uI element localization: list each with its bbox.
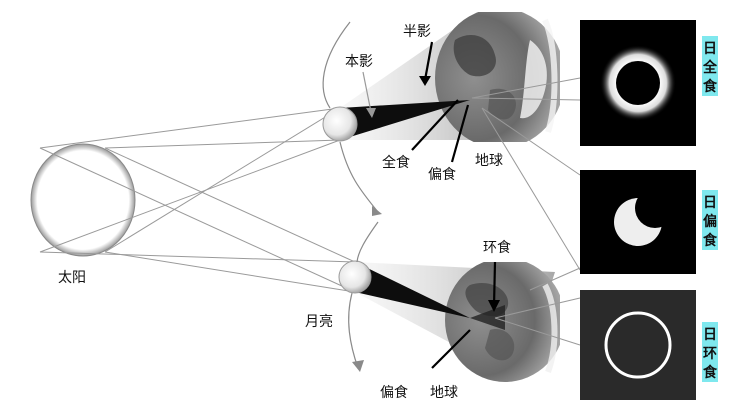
- moon-bottom: [338, 260, 372, 294]
- sun: [30, 143, 136, 257]
- light-rays: [39, 107, 356, 293]
- svg-text:环: 环: [703, 346, 717, 362]
- umbra-arrow: [362, 71, 372, 113]
- annular-eclipse-panel: [580, 290, 696, 400]
- annular-eclipse-point-label: 环食: [483, 239, 511, 256]
- svg-text:日: 日: [703, 195, 717, 211]
- earth-top-label: 地球: [475, 153, 503, 169]
- total-eclipse-panel: [580, 20, 696, 146]
- partial-eclipse-side-label: 日 偏 食: [702, 190, 718, 250]
- sun-label: 太阳: [58, 270, 86, 286]
- total-eclipse-side-label: 日 全 食: [702, 36, 718, 96]
- panel-connector-lines: [471, 77, 581, 346]
- svg-text:食: 食: [703, 364, 718, 381]
- earth-bottom-label: 地球: [430, 385, 458, 401]
- annular-eclipse-side-label: 日 环 食: [702, 322, 718, 382]
- penumbra-label: 半影: [403, 24, 431, 40]
- partial-eclipse-top-label: 偏食: [428, 166, 456, 183]
- svg-text:偏: 偏: [703, 213, 717, 230]
- umbra-arrowhead: [366, 108, 376, 118]
- earth-top: [435, 12, 560, 142]
- umbra-bottom: [355, 262, 470, 318]
- total-eclipse-point-label: 全食: [382, 154, 410, 171]
- orbit-arrowheads: [352, 206, 382, 372]
- partial-eclipse-panel: [580, 170, 696, 274]
- svg-text:全: 全: [702, 59, 718, 76]
- svg-text:日: 日: [703, 327, 717, 343]
- moon-label: 月亮: [305, 313, 333, 330]
- partial-eclipse-bottom-label: 偏食: [380, 384, 408, 401]
- svg-text:日: 日: [703, 41, 717, 57]
- svg-text:食: 食: [703, 78, 718, 95]
- antumbra-bottom: [470, 305, 505, 330]
- umbra-label: 本影: [345, 54, 373, 70]
- moon-top: [322, 106, 358, 142]
- pointer-arrows: [411, 41, 497, 369]
- svg-text:食: 食: [703, 232, 718, 249]
- pointer-arrowheads: [419, 76, 500, 312]
